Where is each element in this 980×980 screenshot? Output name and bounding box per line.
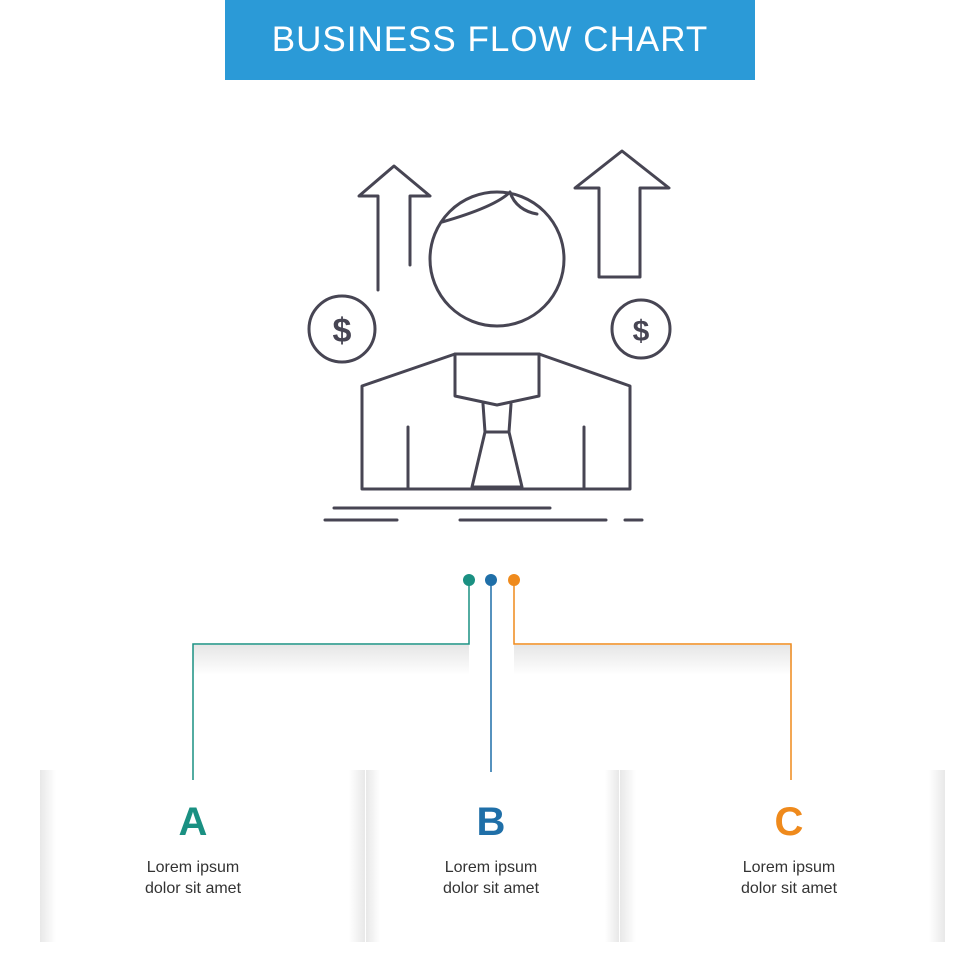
arrow-up-icon (357, 164, 432, 292)
svg-text:$: $ (633, 315, 650, 348)
businessman-growth-icon (307, 149, 672, 522)
tie-knot-icon (481, 402, 513, 434)
shoulders-icon (360, 352, 632, 491)
connector-a (192, 582, 470, 780)
step-cards (40, 770, 945, 942)
step-a-line1: Lorem ipsum (146, 859, 240, 876)
step-a-line2: dolor sit amet (144, 880, 242, 897)
step-c-letter: C (774, 800, 804, 844)
card-a-panel (40, 770, 365, 942)
step-b-line1: Lorem ipsum (444, 859, 538, 876)
step-c-line2: dolor sit amet (740, 880, 838, 897)
hair-icon (440, 190, 539, 224)
step-c-line1: Lorem ipsum (742, 859, 836, 876)
step-a-letter: A (178, 800, 208, 844)
page-title: BUSINESS FLOW CHART (271, 20, 709, 59)
dot-c (508, 574, 520, 586)
collar-icon (453, 352, 541, 407)
step-c: C Lorem ipsum dolor sit amet (669, 800, 909, 899)
step-b-line2: dolor sit amet (442, 880, 540, 897)
card-c-panel (620, 770, 945, 942)
dot-a (463, 574, 475, 586)
arrow-up-icon (573, 149, 671, 279)
tie-icon (470, 430, 524, 489)
dollar-coin-icon (307, 294, 377, 364)
step-a: A Lorem ipsum dolor sit amet (73, 800, 313, 899)
card-b-panel (366, 770, 619, 942)
connector-shade-right (514, 645, 792, 675)
connector-shade-left (193, 645, 469, 675)
step-b: B Lorem ipsum dolor sit amet (371, 800, 611, 899)
connector-c (513, 582, 792, 780)
step-b-letter: B (476, 800, 506, 844)
dollar-sign-icon: $ $ (333, 312, 650, 350)
title-banner: BUSINESS FLOW CHART (225, 0, 755, 80)
dollar-coin-icon (610, 298, 672, 360)
dot-b (485, 574, 497, 586)
svg-text:$: $ (333, 312, 352, 350)
head-icon (428, 190, 566, 328)
